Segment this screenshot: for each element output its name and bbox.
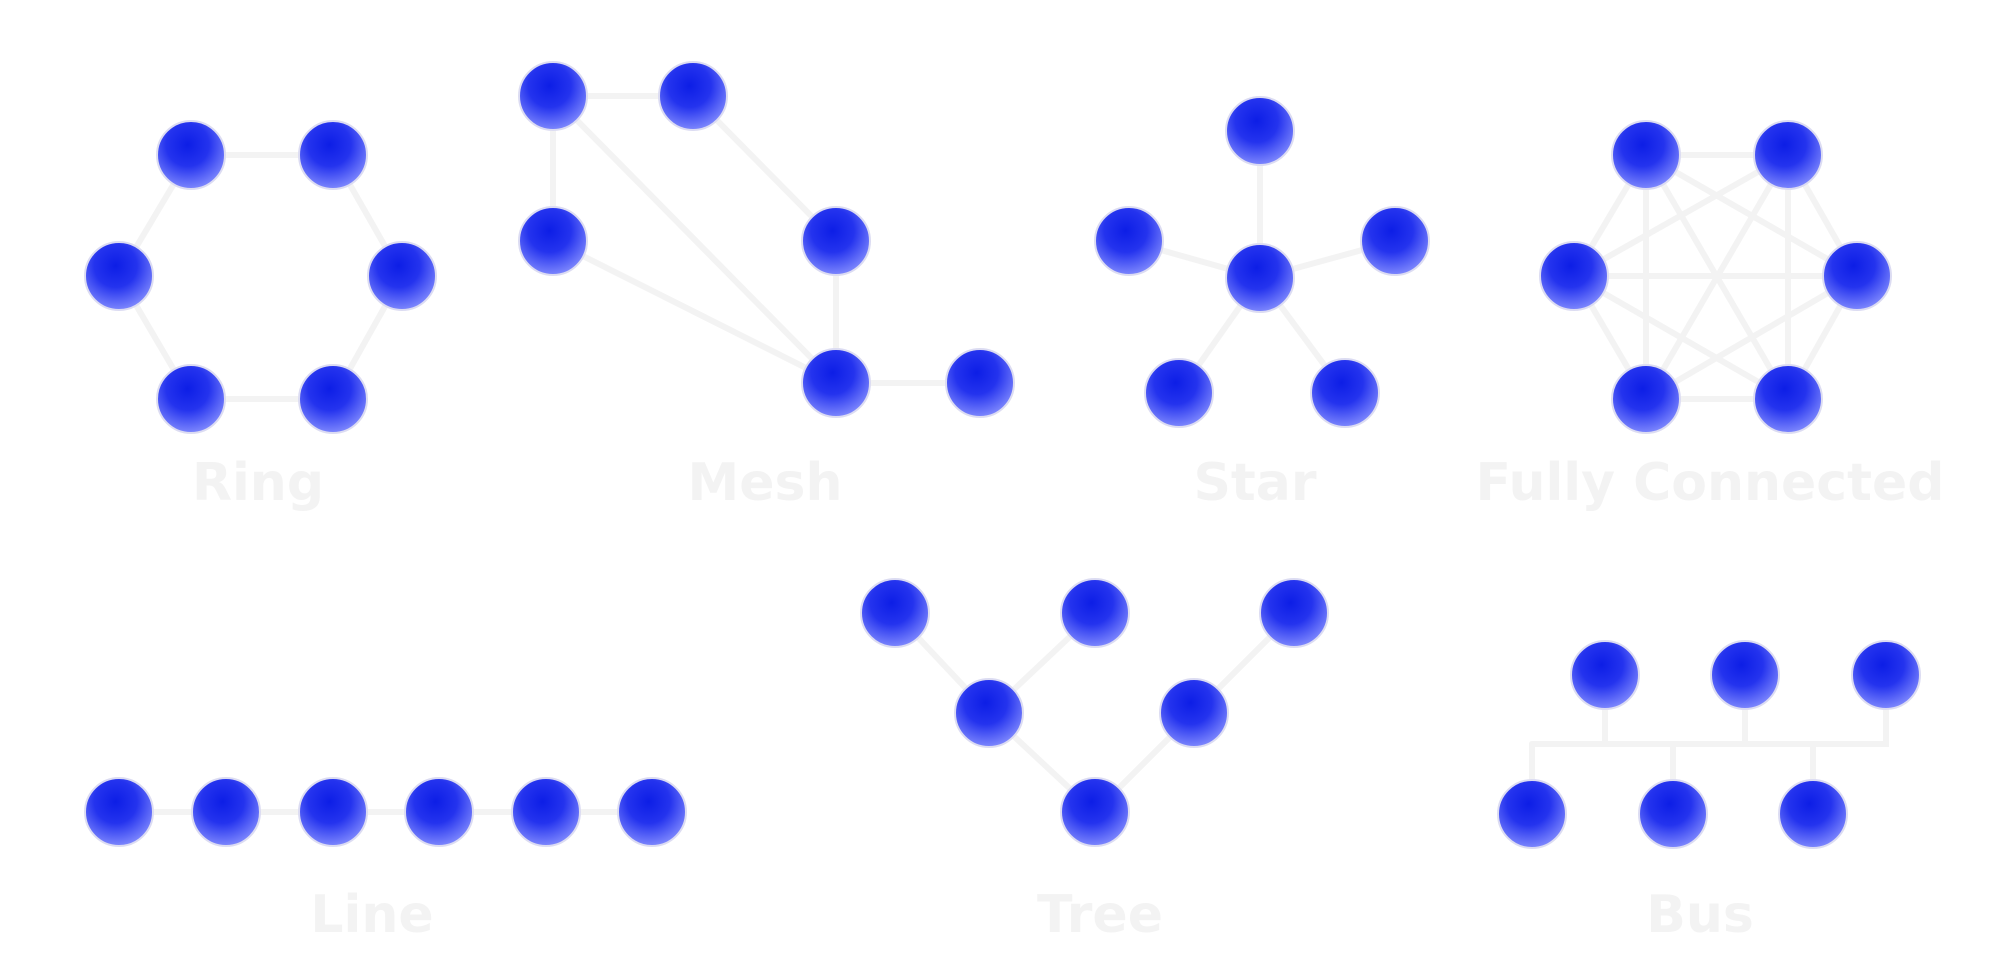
ring-label: Ring: [192, 453, 324, 513]
star-node: [1360, 206, 1430, 276]
line-node: [191, 777, 261, 847]
fully-connected-link: [1571, 152, 1791, 279]
tree-node: [1060, 777, 1130, 847]
fully-connected-label: Fully Connected: [1476, 453, 1945, 513]
ring-node: [84, 241, 154, 311]
bus-label: Bus: [1646, 885, 1754, 945]
star-node: [1144, 358, 1214, 428]
bus-node: [1710, 640, 1780, 710]
bus-node: [1638, 779, 1708, 849]
tree-label: Tree: [1037, 885, 1163, 945]
star-node: [1094, 206, 1164, 276]
ring-node: [298, 364, 368, 434]
mesh-node: [658, 61, 728, 131]
tree-node: [860, 578, 930, 648]
line-node: [298, 777, 368, 847]
fully-connected-node: [1539, 241, 1609, 311]
star-hub-node: [1225, 243, 1295, 313]
mesh-node: [518, 206, 588, 276]
tree-node: [1060, 578, 1130, 648]
bus-node: [1778, 779, 1848, 849]
line-node: [84, 777, 154, 847]
line-node: [617, 777, 687, 847]
fully-connected-node: [1611, 120, 1681, 190]
fully-connected-link: [1643, 273, 1860, 402]
tree-node: [1159, 678, 1229, 748]
ring-node: [367, 241, 437, 311]
bus-node: [1497, 779, 1567, 849]
fully-connected-link: [1571, 273, 1791, 402]
star-node: [1225, 96, 1295, 166]
mesh-node: [801, 348, 871, 418]
line-label: Line: [310, 885, 433, 945]
mesh-link: [550, 238, 839, 386]
fully-connected-node: [1611, 364, 1681, 434]
bus-node: [1570, 640, 1640, 710]
fully-connected-node: [1822, 241, 1892, 311]
ring-node: [156, 364, 226, 434]
star-node: [1310, 358, 1380, 428]
mesh-label: Mesh: [688, 453, 843, 513]
mesh-link: [550, 93, 839, 386]
fully-connected-node: [1753, 364, 1823, 434]
line-node: [404, 777, 474, 847]
ring-node: [298, 120, 368, 190]
line-node: [511, 777, 581, 847]
tree-node: [954, 678, 1024, 748]
star-label: Star: [1193, 453, 1316, 513]
tree-node: [1259, 578, 1329, 648]
mesh-node: [801, 206, 871, 276]
mesh-node: [518, 61, 588, 131]
fully-connected-node: [1753, 120, 1823, 190]
ring-node: [156, 120, 226, 190]
bus-node: [1851, 640, 1921, 710]
mesh-node: [945, 348, 1015, 418]
nodes-layer: [84, 61, 1921, 849]
